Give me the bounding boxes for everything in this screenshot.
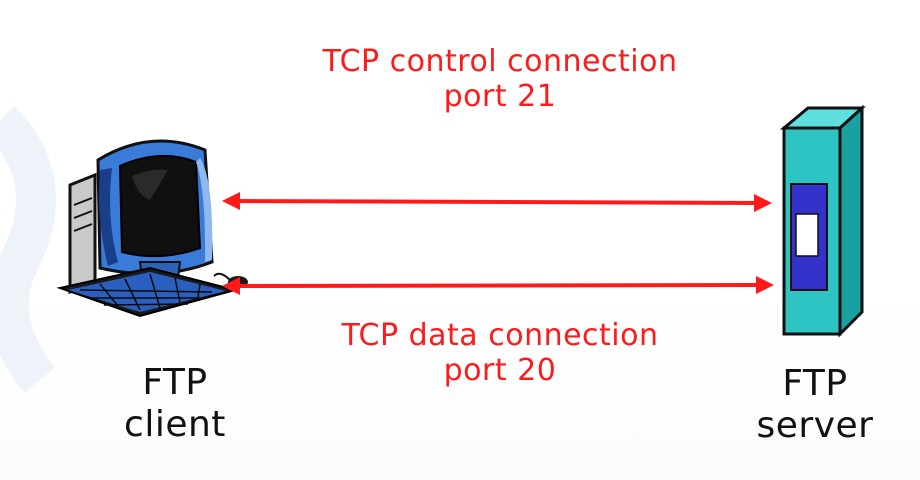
ftp-server-label: FTP server <box>730 363 900 448</box>
data-connection-arrow <box>222 276 774 295</box>
data-connection-port: port 20 <box>443 353 557 389</box>
data-connection-title: TCP data connection <box>341 318 659 353</box>
computer-icon <box>56 139 248 318</box>
client-role: client <box>124 404 226 446</box>
server-icon <box>779 104 866 338</box>
control-connection-title: TCP control connection <box>322 44 678 79</box>
ftp-client-label: FTP client <box>90 362 260 447</box>
control-connection-label: TCP control connection port 21 <box>300 44 700 115</box>
client-protocol: FTP <box>142 362 208 403</box>
server-role: server <box>756 405 874 447</box>
control-connection-port: port 21 <box>443 79 557 115</box>
background-swirl <box>0 105 56 393</box>
server-protocol: FTP <box>782 363 848 404</box>
data-connection-label: TCP data connection port 20 <box>300 318 700 389</box>
control-connection-arrow <box>222 192 772 212</box>
